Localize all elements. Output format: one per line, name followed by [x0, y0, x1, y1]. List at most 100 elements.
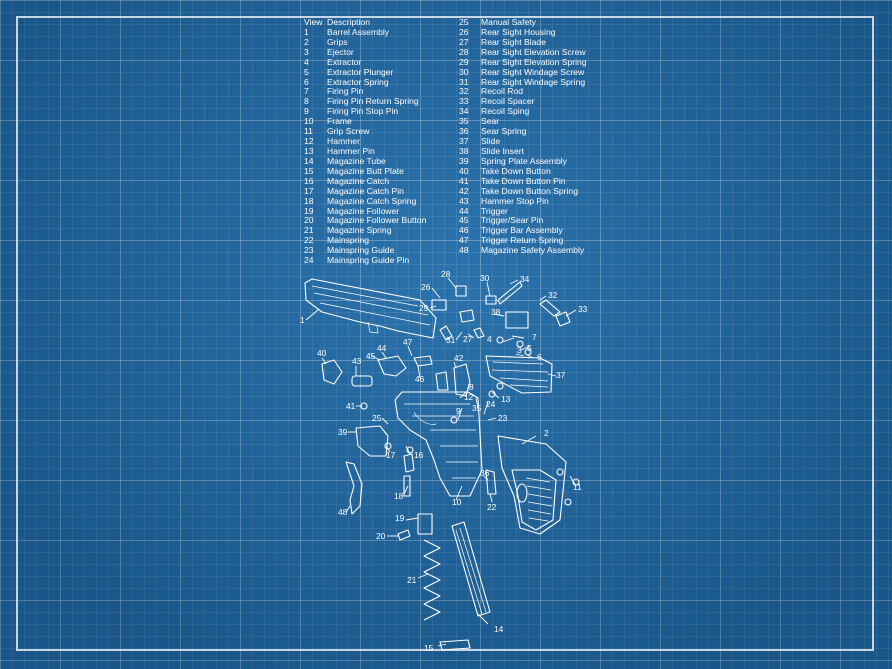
part-number: 34 [459, 106, 469, 117]
part-number: 41 [459, 175, 469, 186]
callout: 40 [317, 348, 327, 358]
part-number: 18 [304, 195, 314, 206]
callout: 24 [486, 399, 496, 409]
callout: 8 [469, 382, 474, 392]
part-number: 29 [459, 56, 469, 67]
callout: 43 [352, 356, 362, 366]
part-number: 44 [459, 205, 469, 216]
part-number: 45 [459, 215, 469, 226]
part-description: Hammer Stop Pin [481, 195, 549, 206]
part-description: Firing Pin [327, 86, 364, 97]
part-description: Firing Pin Return Spring [327, 96, 419, 107]
callout: 15 [424, 643, 434, 653]
part-number: 36 [459, 126, 469, 137]
part-description: Manual Safety [481, 17, 536, 27]
part-description: Rear Sight Blade [481, 36, 546, 47]
magazine-safety [345, 461, 363, 515]
take-down-button [321, 359, 343, 385]
part-number: 39 [459, 155, 469, 166]
callout: 22 [487, 502, 497, 512]
part-description: Rear Sight Elevation Spring [481, 56, 587, 67]
part-description: Frame [327, 116, 352, 127]
callout: 41 [346, 401, 356, 411]
part-number: 14 [304, 155, 314, 166]
part-description: Recoil Spacer [481, 96, 535, 107]
callout-labels: 1 2 3 4 5 6 7 8 9 10 11 12 13 14 15 16 1… [300, 269, 588, 653]
part-description: Grip Screw [327, 126, 370, 137]
part-description: Take Down Button Pin [481, 175, 566, 186]
mainspring [485, 469, 497, 495]
part-description: Magazine Butt Plate [327, 165, 404, 176]
part-number: 6 [304, 76, 309, 87]
barrel-assembly [304, 278, 437, 339]
table-row: 5 Extractor Plunger [304, 66, 426, 78]
grips [497, 435, 567, 535]
table-row: 45 Trigger/Sear Pin [459, 216, 587, 226]
callout: 31 [446, 335, 456, 345]
callout: 12 [464, 392, 474, 402]
part-number: 23 [304, 245, 314, 256]
part-description: Take Down Button Spring [481, 185, 578, 196]
part-description: Barrel Assembly [327, 26, 390, 37]
table-row: 41 Take Down Button Pin [459, 175, 587, 187]
part-number: 5 [304, 66, 309, 77]
callout: 13 [501, 394, 511, 404]
leader-lines [305, 277, 577, 647]
part-number: 35 [459, 116, 469, 127]
part-description: Hammer [327, 136, 360, 147]
callout: 45 [366, 351, 376, 361]
part-number: 20 [304, 215, 314, 226]
magazine-tube [451, 521, 491, 617]
part-description: Mainspring Guide Pin [327, 255, 410, 266]
part-number: 4 [304, 56, 309, 67]
part-number: 7 [304, 86, 309, 97]
table-row: 4 Extractor [304, 56, 426, 68]
callout: 30 [480, 273, 490, 283]
callout: 33 [578, 304, 588, 314]
slide [485, 355, 553, 394]
callout: 10 [452, 497, 462, 507]
callout: 44 [377, 343, 387, 353]
part-description: Trigger/Sear Pin [481, 215, 544, 226]
part-description: Extractor Plunger [327, 66, 394, 77]
part-description: Sear Spring [481, 126, 527, 137]
part-description: Take Down Button [481, 165, 551, 176]
callout: 21 [407, 575, 417, 585]
part-description: Magazine Catch Spring [327, 195, 417, 206]
callout: 48 [338, 507, 348, 517]
part-description: Extractor [327, 56, 362, 67]
sear [435, 371, 449, 391]
callout: 34 [520, 274, 530, 284]
part-description: Ejector [327, 46, 354, 57]
part-description: Rear Sight Elevation Screw [481, 46, 586, 57]
part-number: 32 [459, 86, 469, 97]
callout: 42 [454, 353, 464, 363]
magazine-spring [423, 539, 441, 621]
callout: 1 [300, 315, 305, 325]
part-description: Firing Pin Stop Pin [327, 106, 399, 117]
part-description: Magazine Spring [327, 225, 392, 236]
